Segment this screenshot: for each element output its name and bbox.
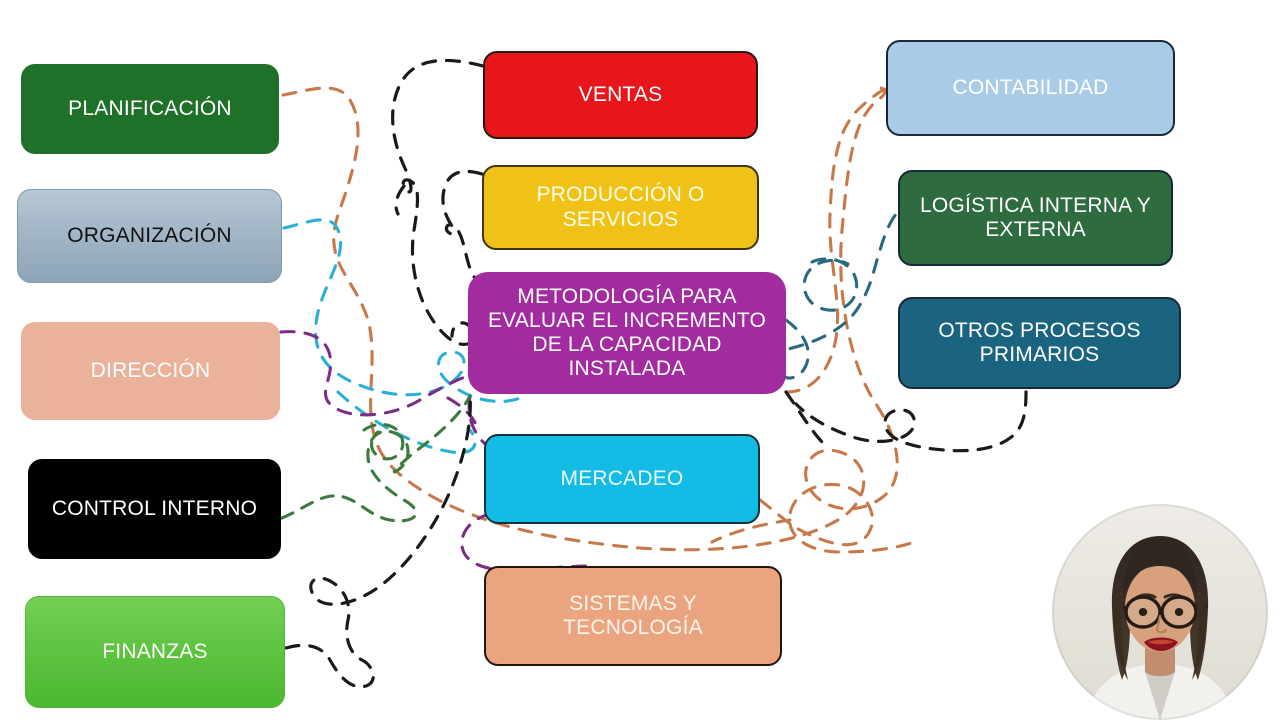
connector-teal-logistica	[774, 210, 900, 380]
node-planificacion-label: PLANIFICACIÓN	[68, 96, 232, 120]
node-finanzas[interactable]: FINANZAS	[25, 596, 285, 708]
node-ventas-label: VENTAS	[578, 82, 663, 106]
node-direccion[interactable]: DIRECCIÓN	[21, 322, 280, 420]
node-otros-procesos-primarios[interactable]: OTROS PROCESOS PRIMARIOS	[898, 297, 1181, 389]
node-direccion-label: DIRECCIÓN	[90, 358, 211, 382]
node-organizacion[interactable]: ORGANIZACIÓN	[17, 189, 282, 283]
connector-green-loop-upper	[362, 422, 405, 461]
node-control-interno-label: CONTROL INTERNO	[51, 496, 258, 520]
node-logistica[interactable]: LOGÍSTICA INTERNA Y EXTERNA	[898, 170, 1173, 266]
presenter-webcam-overlay[interactable]	[1052, 504, 1268, 720]
connector-black-otros	[794, 390, 1028, 453]
connector-teal-loop	[802, 257, 859, 312]
node-sistemas-tecnologia-label: SISTEMAS Y TECNOLOGÍA	[563, 591, 703, 639]
node-planificacion[interactable]: PLANIFICACIÓN	[21, 64, 279, 154]
node-sistemas-tecnologia[interactable]: SISTEMAS Y TECNOLOGÍA	[484, 566, 782, 666]
node-organizacion-label: ORGANIZACIÓN	[67, 223, 232, 247]
node-logistica-label: LOGÍSTICA INTERNA Y EXTERNA	[920, 193, 1151, 241]
node-produccion-servicios[interactable]: PRODUCCIÓN O SERVICIOS	[482, 165, 759, 250]
node-otros-procesos-primarios-label: OTROS PROCESOS PRIMARIOS	[938, 318, 1141, 366]
presenter-portrait	[1052, 504, 1268, 720]
node-ventas[interactable]: VENTAS	[483, 51, 758, 139]
connector-orange-bottom-swirl	[758, 483, 922, 554]
connector-orange-contabilidad-entry	[784, 86, 888, 394]
connector-purple-center-link	[446, 396, 480, 432]
connector-green-control	[280, 394, 472, 523]
node-produccion-servicios-label: PRODUCCIÓN O SERVICIOS	[536, 183, 705, 231]
node-mercadeo[interactable]: MERCADEO	[484, 434, 760, 524]
connector-black-finanzas	[284, 394, 472, 689]
node-finanzas-label: FINANZAS	[102, 639, 208, 663]
node-contabilidad-label: CONTABILIDAD	[952, 75, 1109, 99]
node-metodologia-central[interactable]: METODOLOGÍA PARA EVALUAR EL INCREMENTO D…	[468, 272, 786, 394]
connector-black-center-right	[784, 390, 826, 446]
connector-cyan-center-entry	[336, 390, 477, 455]
node-mercadeo-label: MERCADEO	[560, 466, 684, 490]
node-metodologia-central-label: METODOLOGÍA PARA EVALUAR EL INCREMENTO D…	[487, 284, 767, 381]
node-control-interno[interactable]: CONTROL INTERNO	[28, 459, 281, 559]
connector-purple-direccion	[279, 330, 470, 417]
node-contabilidad[interactable]: CONTABILIDAD	[886, 40, 1175, 136]
connector-black-left-mid	[394, 184, 406, 216]
